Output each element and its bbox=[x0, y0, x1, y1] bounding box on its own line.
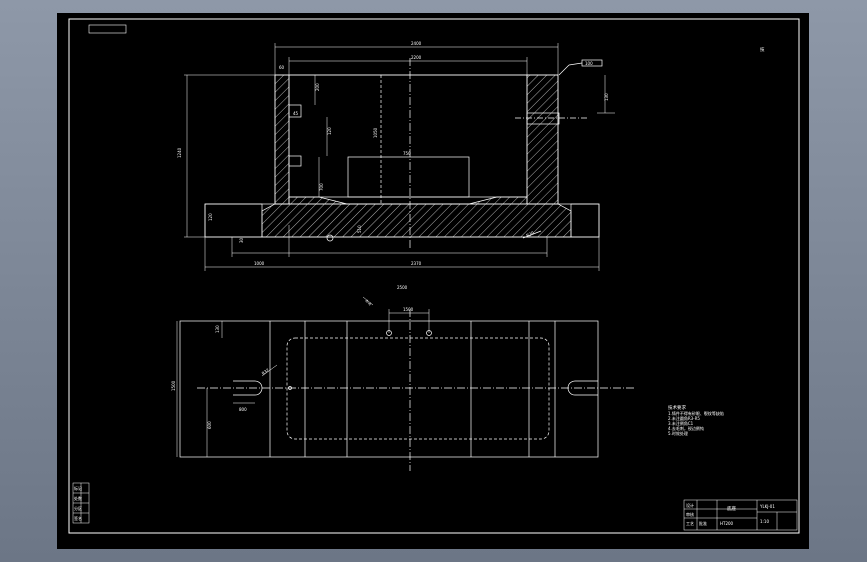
dim-base-mid: 2370 bbox=[411, 261, 422, 266]
dim-center-height: 1050 bbox=[373, 127, 378, 138]
left-slot bbox=[233, 380, 263, 396]
body-outline bbox=[274, 74, 559, 205]
title-row-label-1: 设计 bbox=[686, 502, 694, 508]
top-view-dim-text: 2400 2200 100 60 1240 1050 200 120 700 7… bbox=[177, 41, 609, 290]
drawing-sheet: 技 bbox=[57, 13, 809, 549]
front-section-view bbox=[204, 58, 603, 249]
tech-note-4: 4.去毛刺，锐边倒钝 bbox=[668, 425, 704, 431]
plan-hole-center-left bbox=[288, 386, 292, 390]
title-block bbox=[683, 499, 798, 531]
dim-left-height: 1240 bbox=[177, 147, 182, 158]
drain-hole bbox=[326, 234, 334, 242]
revision-labels: 标记 处数 分区 签名 bbox=[74, 485, 82, 521]
revision-label-1: 标记 bbox=[74, 485, 82, 491]
revision-label-4: 签名 bbox=[74, 515, 82, 521]
dim-right-callout: 100 bbox=[585, 61, 593, 66]
raised-block bbox=[347, 156, 470, 198]
corner-mark: 技 bbox=[760, 46, 765, 53]
tech-note-5: 5.时效处理 bbox=[668, 430, 688, 436]
right-slot bbox=[567, 380, 598, 396]
revision-label-2: 处数 bbox=[74, 495, 82, 501]
dim-plan-left-height: 1500 bbox=[171, 380, 176, 391]
plan-view-dimensions bbox=[176, 296, 430, 457]
dim-base-total: 2500 bbox=[397, 285, 408, 290]
inner-pocket bbox=[288, 74, 528, 198]
section-view-label: A-A bbox=[364, 298, 372, 306]
title-row-label-3: 工艺 bbox=[686, 521, 694, 526]
title-row-label-4: 批准 bbox=[699, 520, 707, 526]
dim-pocket-width: 750 bbox=[403, 151, 411, 156]
left-wall-hatch bbox=[274, 74, 290, 205]
top-left-tag-box bbox=[88, 24, 127, 34]
dim-side: 130 bbox=[604, 93, 609, 101]
plan-view-dim-text: 1500 130 1500 800 R32 600 A-A bbox=[171, 298, 414, 429]
title-block-text: 设计 审核 工艺 批准 底座 HT200 YLKJ-01 1:10 bbox=[686, 502, 775, 526]
dim-slot-width: 800 bbox=[239, 407, 247, 412]
revision-block bbox=[72, 482, 90, 524]
dim-top-small: 60 bbox=[279, 65, 285, 70]
dim-top-offset: 130 bbox=[215, 325, 220, 333]
dim-base-left: 1000 bbox=[254, 261, 265, 266]
leader-right-callout bbox=[558, 64, 570, 76]
floor-hatch bbox=[261, 196, 572, 238]
dim-inner-left: 510 bbox=[357, 225, 362, 233]
plan-view bbox=[179, 309, 635, 471]
drawing-number: YLKJ-01 bbox=[759, 504, 775, 509]
dim-inner-width: 2200 bbox=[411, 55, 422, 60]
dim-slot-radius: R32 bbox=[261, 367, 271, 376]
dim-radius: R20 bbox=[525, 230, 535, 238]
cad-drawing: 技 bbox=[68, 18, 800, 534]
right-foot bbox=[570, 203, 600, 238]
tech-note-3: 3.未注倒角C1 bbox=[668, 420, 694, 426]
right-wall-hatch bbox=[526, 74, 559, 205]
title-row-label-2: 审核 bbox=[686, 511, 694, 517]
part-name: 底座 bbox=[727, 505, 736, 512]
plan-outline bbox=[179, 320, 599, 458]
left-foot bbox=[204, 203, 263, 238]
dim-side-2: 45 bbox=[293, 111, 299, 116]
left-notch-2 bbox=[288, 155, 302, 167]
dim-step-height: 200 bbox=[315, 83, 320, 91]
dim-slot-height: 30 bbox=[239, 237, 244, 243]
plan-inner-pocket bbox=[286, 337, 550, 440]
technical-notes: 技术要求 1.铸件不得有砂眼、裂纹等缺陷 2.未注圆角R3-R5 3.未注倒角C… bbox=[668, 404, 724, 436]
drawing-frame bbox=[68, 18, 800, 534]
right-boss bbox=[526, 112, 560, 125]
left-notch-1 bbox=[288, 104, 302, 118]
dim-overall-width: 2400 bbox=[411, 41, 422, 46]
callout-line bbox=[568, 62, 583, 66]
tech-note-1: 1.铸件不得有砂眼、裂纹等缺陷 bbox=[668, 410, 724, 416]
scale: 1:10 bbox=[760, 519, 769, 524]
tech-note-2: 2.未注圆角R3-R5 bbox=[668, 415, 700, 421]
dim-inner-height: 700 bbox=[319, 183, 324, 191]
dim-bottom-left: 600 bbox=[207, 421, 212, 429]
top-view-dimensions bbox=[184, 43, 615, 271]
leader-r20 bbox=[522, 230, 542, 239]
revision-label-3: 分区 bbox=[74, 505, 82, 511]
dim-flange-height: 120 bbox=[208, 213, 213, 221]
dim-hole-spacing: 1500 bbox=[403, 307, 414, 312]
dim-wall-height: 120 bbox=[327, 127, 332, 135]
material: HT200 bbox=[720, 521, 734, 526]
tech-note-title: 技术要求 bbox=[668, 404, 686, 411]
